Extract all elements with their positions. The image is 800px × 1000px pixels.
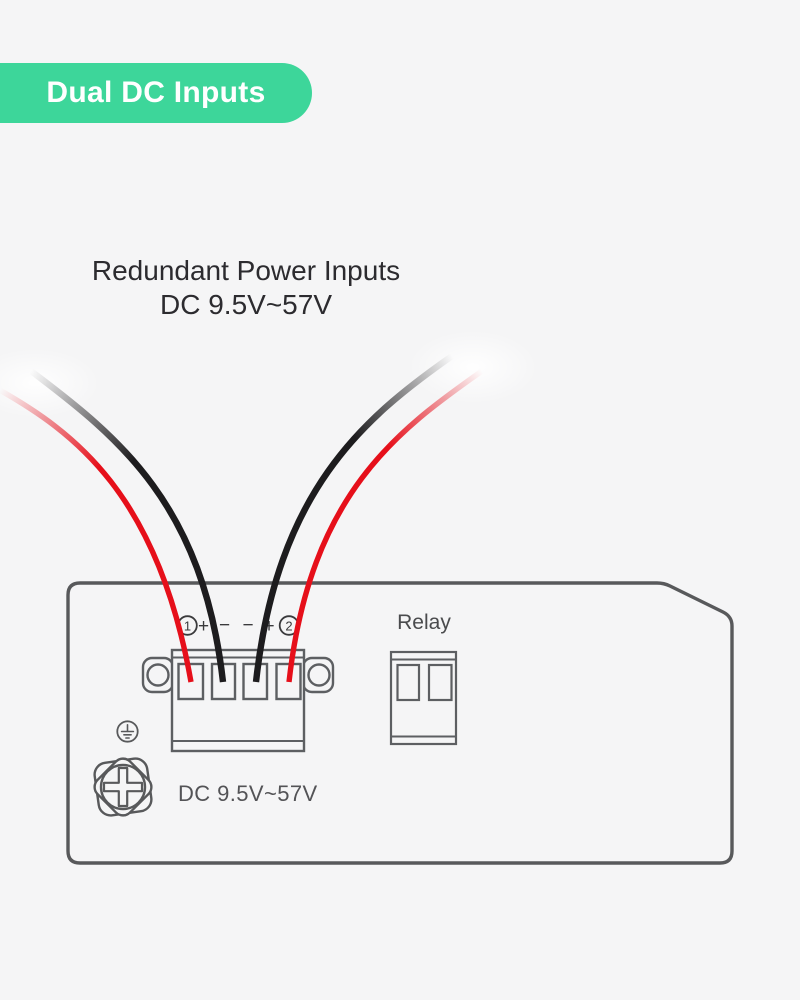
relay-connector-block xyxy=(389,650,458,746)
heading-line1: Redundant Power Inputs xyxy=(91,255,401,286)
terminal-ear-hole-left xyxy=(146,663,170,687)
device-panel-outline xyxy=(66,581,734,865)
feature-badge-label: Dual DC Inputs xyxy=(46,76,266,109)
input1-number: 1 xyxy=(184,619,191,634)
power-terminal-block xyxy=(141,648,335,753)
heading: Redundant Power Inputs DC 9.5V~57V xyxy=(26,254,466,322)
input1-negative-black-wire xyxy=(29,368,227,683)
relay-pin-2 xyxy=(427,663,453,702)
relay-pin-1 xyxy=(396,663,421,702)
input2-number: 2 xyxy=(285,619,292,634)
dc-input-label: DC 9.5V~57V xyxy=(178,781,318,806)
terminal-pin-1 xyxy=(177,662,205,701)
input2-negative-black-wire xyxy=(252,353,454,683)
phillips-screw-icon xyxy=(93,757,153,817)
input2-plus-marking: + xyxy=(263,616,274,637)
relay-body xyxy=(389,650,458,746)
terminal-pin-4 xyxy=(275,662,302,701)
feature-badge: Dual DC Inputs xyxy=(0,63,312,123)
heading-line2: DC 9.5V~57V xyxy=(160,289,332,320)
input2-positive-red-wire xyxy=(286,368,484,683)
input2-minus-marking: − xyxy=(242,615,253,636)
terminal-ear-hole-right xyxy=(307,663,331,687)
relay-label: Relay xyxy=(397,611,451,634)
input1-positive-red-wire xyxy=(0,387,194,683)
grounding-symbol-icon xyxy=(116,720,139,743)
terminal-markings: 1 + − − + 2 xyxy=(177,615,300,637)
input1-minus-marking: − xyxy=(219,615,230,636)
terminal-body xyxy=(170,648,306,753)
input1-plus-marking: + xyxy=(198,616,209,637)
power-wires xyxy=(0,353,484,683)
